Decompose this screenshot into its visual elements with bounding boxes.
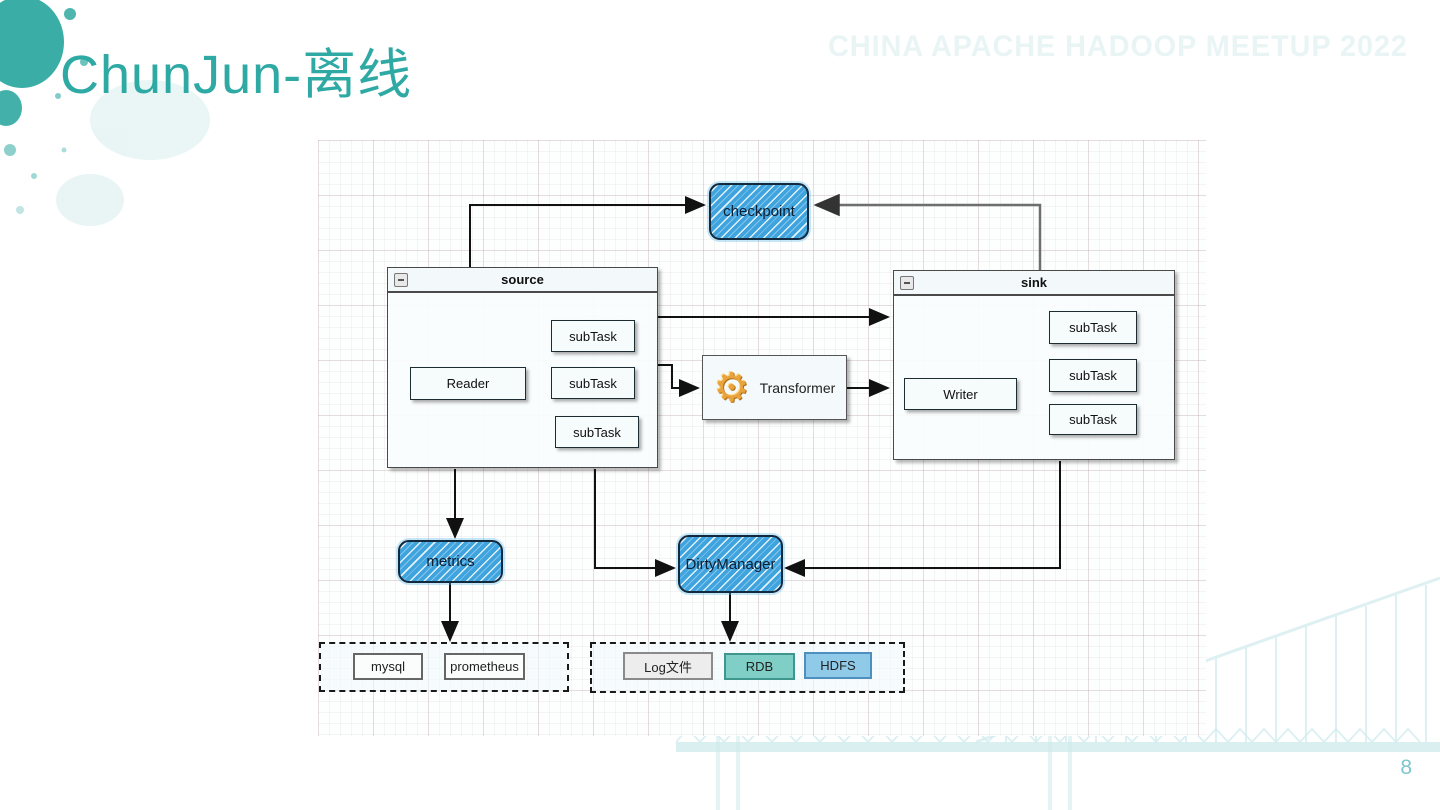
subtask-label: subTask [1069, 412, 1117, 427]
writer-box: Writer [904, 378, 1017, 410]
checkpoint-node: checkpoint [709, 183, 809, 240]
prometheus-label: prometheus [450, 659, 519, 674]
subtask-label: subTask [573, 424, 621, 440]
metrics-node: metrics [398, 540, 503, 583]
transformer-label: Transformer [759, 379, 836, 396]
hdfs-box: HDFS [804, 652, 872, 679]
source-subtask-box: subTask [555, 416, 639, 448]
page-number: 8 [1400, 756, 1412, 779]
dirty-manager-label: DirtyManager [685, 555, 776, 573]
reader-box: Reader [410, 367, 526, 400]
mysql-box: mysql [353, 653, 423, 680]
sink-title: sink [1020, 275, 1047, 290]
subtask-label: subTask [1069, 320, 1117, 335]
architecture-diagram: checkpoint source Reader subTask subTask… [318, 140, 1206, 736]
mysql-label: mysql [371, 659, 405, 674]
source-titlebar: source [388, 268, 657, 293]
rdb-box: RDB [724, 653, 795, 680]
log-file-label: Log文件 [644, 659, 692, 675]
source-title: source [501, 272, 544, 287]
writer-label: Writer [943, 386, 978, 402]
sink-subtask-box: subTask [1049, 311, 1137, 344]
log-file-box: Log文件 [623, 652, 713, 680]
reader-label: Reader [446, 376, 490, 391]
sink-titlebar: sink [894, 271, 1174, 296]
connector-lines [441, 193, 1061, 642]
dirty-manager-node: DirtyManager [678, 535, 783, 593]
source-subtask-box: subTask [551, 320, 635, 352]
subtask-label: subTask [569, 328, 617, 344]
gear-icon: ⚙ [713, 365, 750, 410]
rdb-label: RDB [745, 659, 774, 674]
minimize-icon [394, 273, 408, 287]
checkpoint-label: checkpoint [723, 203, 795, 220]
subtask-label: subTask [1069, 368, 1117, 383]
subtask-label: subTask [569, 375, 617, 391]
page-title: ChunJun-离线 [60, 45, 413, 105]
minimize-icon [900, 276, 914, 290]
event-watermark: CHINA APACHE HADOOP MEETUP 2022 [828, 30, 1408, 63]
source-subtask-box: subTask [551, 367, 635, 399]
sink-subtask-box: subTask [1049, 404, 1137, 435]
sink-subtask-box: subTask [1049, 359, 1137, 392]
hdfs-label: HDFS [820, 658, 856, 673]
transformer-box: ⚙ Transformer [702, 355, 847, 420]
metrics-label: metrics [426, 553, 475, 570]
prometheus-box: prometheus [444, 653, 525, 680]
